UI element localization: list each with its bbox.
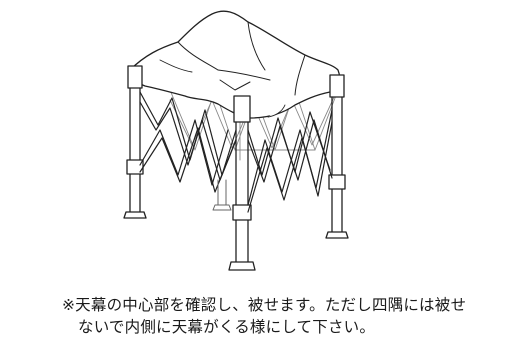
left-scissor-arms	[139, 91, 237, 193]
instruction-caption: ※天幕の中心部を確認し、被せます。ただし四隅には被せ ないで内側に天幕がくる様に…	[62, 294, 517, 338]
tent-frame-illustration	[100, 0, 410, 280]
leg-back-right	[325, 74, 349, 239]
caption-line-1: ※天幕の中心部を確認し、被せます。ただし四隅には被せ	[62, 296, 467, 314]
leg-front-center	[228, 95, 256, 271]
canopy-cover	[129, 10, 341, 119]
right-scissor-arms	[247, 109, 333, 213]
leg-front-left	[123, 65, 147, 219]
caption-line-2: ないで内側に天幕がくる様にして下さい。	[78, 318, 376, 336]
leg-back-left	[212, 179, 232, 211]
